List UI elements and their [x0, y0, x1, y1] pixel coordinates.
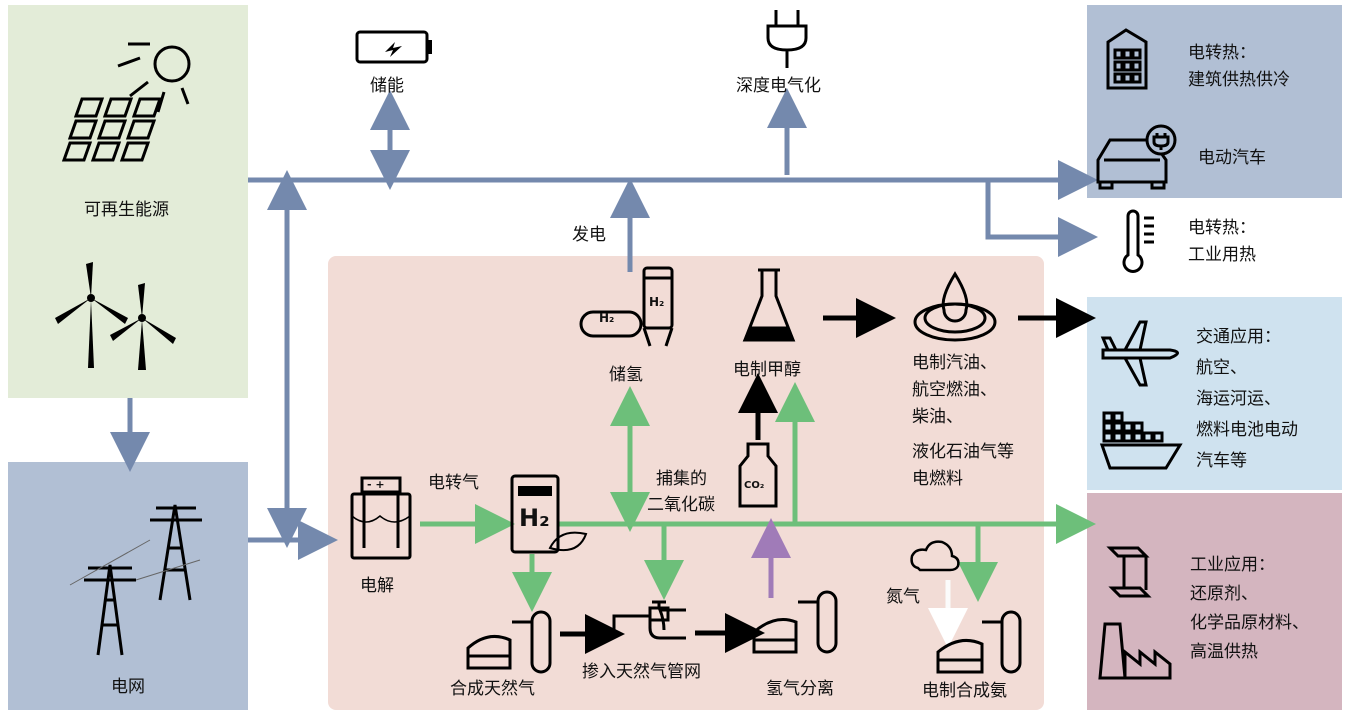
- e-fuels-line-3: 液化石油气等: [912, 442, 1014, 462]
- transport-line-1: 航空、: [1196, 358, 1247, 378]
- grid-label: 电网: [111, 677, 145, 697]
- h2-storage-label: 储氢: [609, 365, 643, 385]
- electrolysis-label: 电解: [360, 576, 394, 596]
- synthetic-gas-label: 合成天然气: [450, 679, 535, 699]
- ev-label: 电动汽车: [1198, 148, 1266, 168]
- thermometer-icon: [1122, 209, 1154, 273]
- electrolyzer-icon: [350, 476, 412, 560]
- hydrogen-storage-icon: [579, 266, 674, 347]
- power-to-gas-label: 电转气: [428, 473, 479, 493]
- power-pylon-icon: [69, 504, 202, 656]
- renewable-panel: [8, 5, 248, 398]
- e-methanol-label: 电制甲醇: [733, 360, 801, 380]
- e-ammonia-label: 电制合成氨: [922, 681, 1007, 701]
- ammonia-tank-icon: [936, 610, 1022, 674]
- transport-line-3: 燃料电池电动: [1196, 420, 1298, 440]
- fuel-drop-icon: [913, 271, 997, 342]
- heat-industry-body: 工业用热: [1188, 245, 1256, 265]
- transport-line-0: 交通应用：: [1196, 327, 1281, 347]
- pipe-valve-icon: [612, 600, 686, 640]
- industry-line-2: 化学品原材料、: [1190, 613, 1309, 633]
- e-fuels-line-4: 电燃料: [912, 469, 963, 489]
- co2-bottle-label: CO₂: [744, 480, 765, 491]
- h2-separation-label: 氢气分离: [766, 679, 834, 699]
- factory-icon: [1098, 622, 1172, 680]
- captured-co2-line-1: 二氧化碳: [647, 495, 715, 515]
- industry-line-3: 高温供热: [1190, 642, 1258, 662]
- black-flow-arrows: [560, 298, 1096, 654]
- e-fuels-line-1: 航空燃油、: [912, 380, 997, 400]
- e-fuels-line-2: 柴油、: [912, 407, 963, 427]
- transport-line-4: 汽车等: [1196, 451, 1247, 471]
- plug-icon: [766, 10, 808, 68]
- h2-storage-tank-label: H₂: [599, 311, 615, 325]
- sng-tank-icon: [466, 610, 552, 674]
- grid-panel: [8, 462, 248, 710]
- battery-terminal-label: - +: [367, 478, 385, 491]
- blue-flow-arrows: [110, 88, 1098, 560]
- power-generation-label: 发电: [572, 225, 606, 245]
- building-icon: [1106, 28, 1148, 90]
- co2-bottle-icon: [738, 442, 778, 508]
- nitrogen-label: 氮气: [886, 587, 920, 607]
- steel-beam-icon: [1106, 546, 1152, 598]
- hydrogen-tank-icon: [510, 474, 588, 554]
- h2-tower-label: H₂: [649, 295, 665, 309]
- green-flow-arrows: [420, 382, 1096, 612]
- ptx-panel: [328, 256, 1044, 710]
- heat-building-body: 建筑供热供冷: [1188, 70, 1290, 90]
- airplane-icon: [1100, 320, 1179, 387]
- e-fuels-line-0: 电制汽油、: [912, 353, 997, 373]
- storage-label: 储能: [370, 76, 404, 96]
- transport-line-2: 海运河运、: [1196, 389, 1281, 409]
- cloud-icon: [910, 540, 960, 572]
- captured-co2-line-0: 捕集的: [656, 469, 707, 489]
- wind-turbine-icon: [55, 262, 176, 370]
- heat-industry-title: 电转热：: [1188, 218, 1256, 238]
- flask-icon: [742, 268, 796, 342]
- transport-panel: [1087, 297, 1342, 490]
- h2-separation-tank-icon: [752, 590, 838, 654]
- deep-electrification-label: 深度电气化: [736, 76, 821, 96]
- heat-building-title: 电转热：: [1188, 43, 1256, 63]
- industry-line-0: 工业应用：: [1190, 555, 1275, 575]
- battery-icon: [355, 30, 432, 64]
- electric-car-icon: [1096, 124, 1177, 190]
- gas-blending-label: 掺入天然气管网: [582, 662, 701, 682]
- solar-panel-icon: [61, 42, 191, 162]
- ship-icon: [1099, 411, 1183, 470]
- renewable-label: 可再生能源: [84, 200, 169, 220]
- building-ev-panel: [1087, 5, 1342, 198]
- industry-panel: [1087, 493, 1342, 710]
- industry-line-1: 还原剂、: [1190, 584, 1258, 604]
- h2-tank-label: H₂: [519, 504, 550, 532]
